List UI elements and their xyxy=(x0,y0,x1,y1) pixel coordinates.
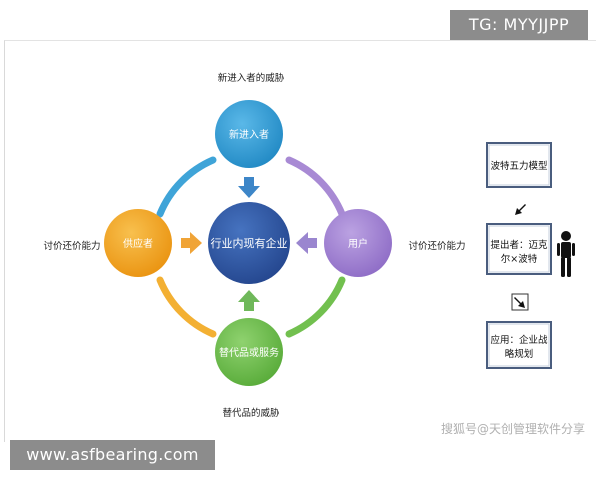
arrow-down-left-icon xyxy=(515,204,526,215)
node-industry-competitors: 行业内现有企业 xyxy=(208,202,290,284)
box-proposer-line2: 尔×波特 xyxy=(501,253,538,265)
node-substitutes-label: 替代品或服务 xyxy=(219,346,279,359)
arrow-right-icon xyxy=(181,232,202,254)
ring-arc-bottom-left xyxy=(156,276,217,338)
box-model-title: 波特五力模型 xyxy=(486,142,552,188)
box-application: 应用：企业战 略规划 xyxy=(486,321,552,369)
node-suppliers: 供应者 xyxy=(104,209,172,277)
ring-arc-top-left xyxy=(156,156,217,218)
bottom-left-badge: www.asfbearing.com xyxy=(10,440,215,470)
node-buyers: 用户 xyxy=(324,209,392,277)
box-model-title-text: 波特五力模型 xyxy=(490,160,548,172)
node-substitutes: 替代品或服务 xyxy=(215,318,283,386)
node-new-entrants-label: 新进入者 xyxy=(229,128,269,141)
right-bargaining-label: 讨价还价能力 xyxy=(408,240,465,252)
bottom-threat-label: 替代品的威胁 xyxy=(222,407,280,419)
box-application-line2: 略规划 xyxy=(505,348,534,360)
node-industry-competitors-label: 行业内现有企业 xyxy=(211,236,288,250)
arrow-down-right-icon xyxy=(511,293,529,311)
person-icon xyxy=(557,231,575,277)
top-threat-label: 新进入者的威胁 xyxy=(218,72,285,84)
ring-arc-bottom-right xyxy=(285,276,346,338)
ring-arc-top-right xyxy=(285,156,346,218)
node-new-entrants: 新进入者 xyxy=(215,100,283,168)
node-suppliers-label: 供应者 xyxy=(123,237,153,250)
arrow-down-icon xyxy=(238,177,260,198)
node-buyers-label: 用户 xyxy=(348,237,368,250)
watermark-text: 搜狐号@天创管理软件分享 xyxy=(441,422,586,436)
left-bargaining-label: 讨价还价能力 xyxy=(43,240,100,252)
diagram-frame xyxy=(4,40,596,442)
box-proposer: 提出者：迈克 尔×波特 xyxy=(486,223,552,275)
box-proposer-line1: 提出者：迈克 xyxy=(490,239,548,251)
box-application-line1: 应用：企业战 xyxy=(490,334,548,346)
arrow-up-icon xyxy=(238,290,260,311)
arrow-left-icon xyxy=(296,232,317,254)
top-right-badge: TG: MYYJJPP xyxy=(450,10,588,40)
